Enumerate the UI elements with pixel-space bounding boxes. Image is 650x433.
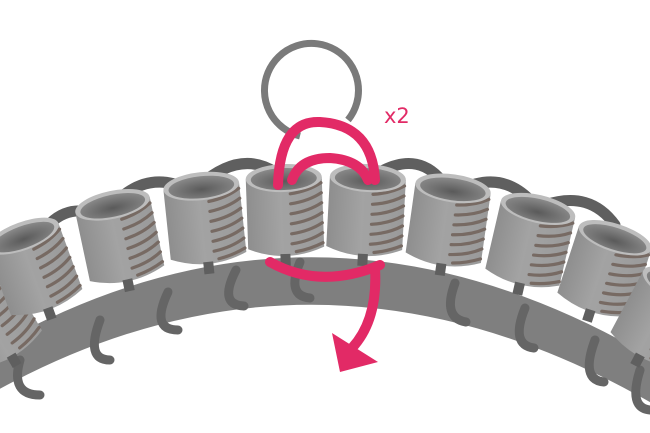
jump-ring — [260, 39, 362, 140]
lower-loops — [13, 257, 650, 415]
pink-ring — [265, 116, 385, 282]
multiplier-label: x2 — [384, 104, 410, 128]
direction-arrow — [332, 263, 381, 372]
